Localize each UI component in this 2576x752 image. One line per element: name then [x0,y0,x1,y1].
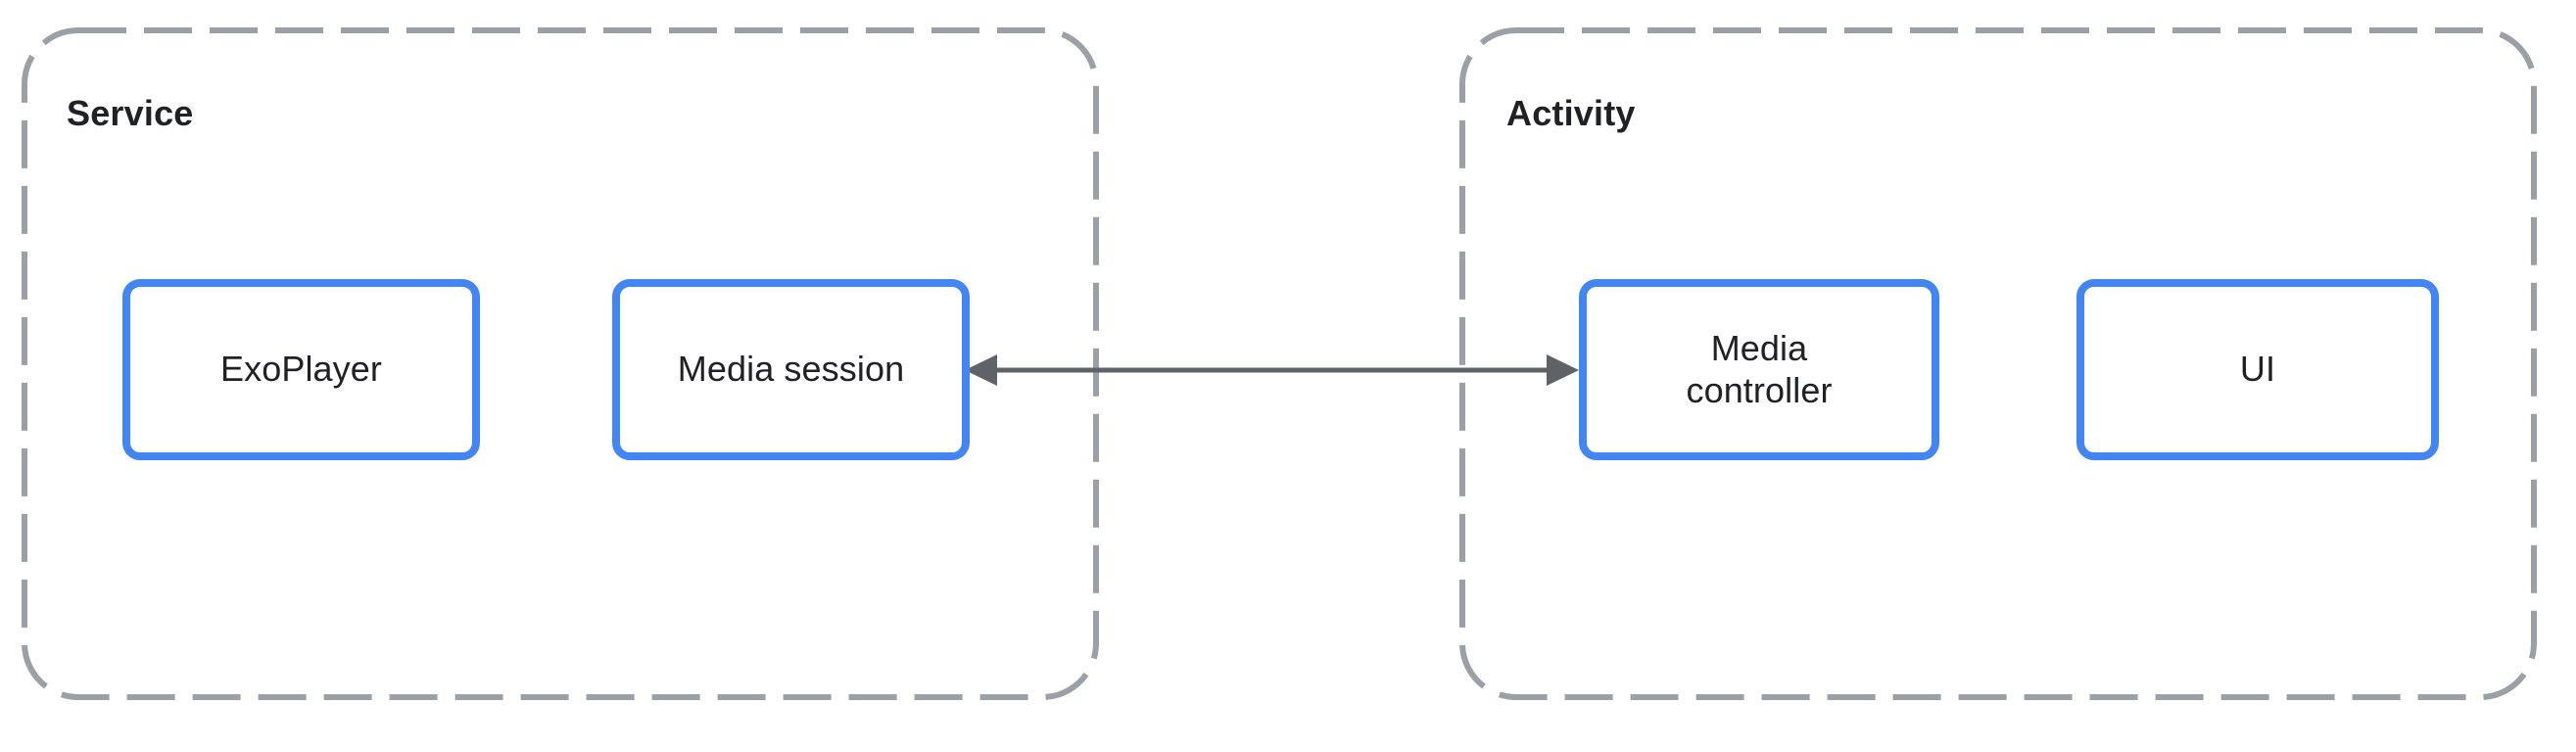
node-media-session[interactable]: Media session [612,279,970,460]
node-label-media-controller: Media controller [1686,328,1833,410]
node-media-controller[interactable]: Media controller [1579,279,1939,460]
container-outline-activity [1459,27,2537,700]
node-ui[interactable]: UI [2076,279,2439,460]
node-label-ui: UI [2239,349,2276,390]
arrowhead-right-icon [1547,354,1579,386]
container-label-service: Service [67,93,194,133]
arrowhead-left-icon [965,354,997,386]
container-outline-service [22,27,1099,700]
node-label-media-session: Media session [677,349,905,390]
connector-media-session-to-media-controller [965,354,1579,386]
node-label-exoplayer: ExoPlayer [220,349,382,390]
container-label-activity: Activity [1506,93,1636,133]
node-exoplayer[interactable]: ExoPlayer [122,279,480,460]
